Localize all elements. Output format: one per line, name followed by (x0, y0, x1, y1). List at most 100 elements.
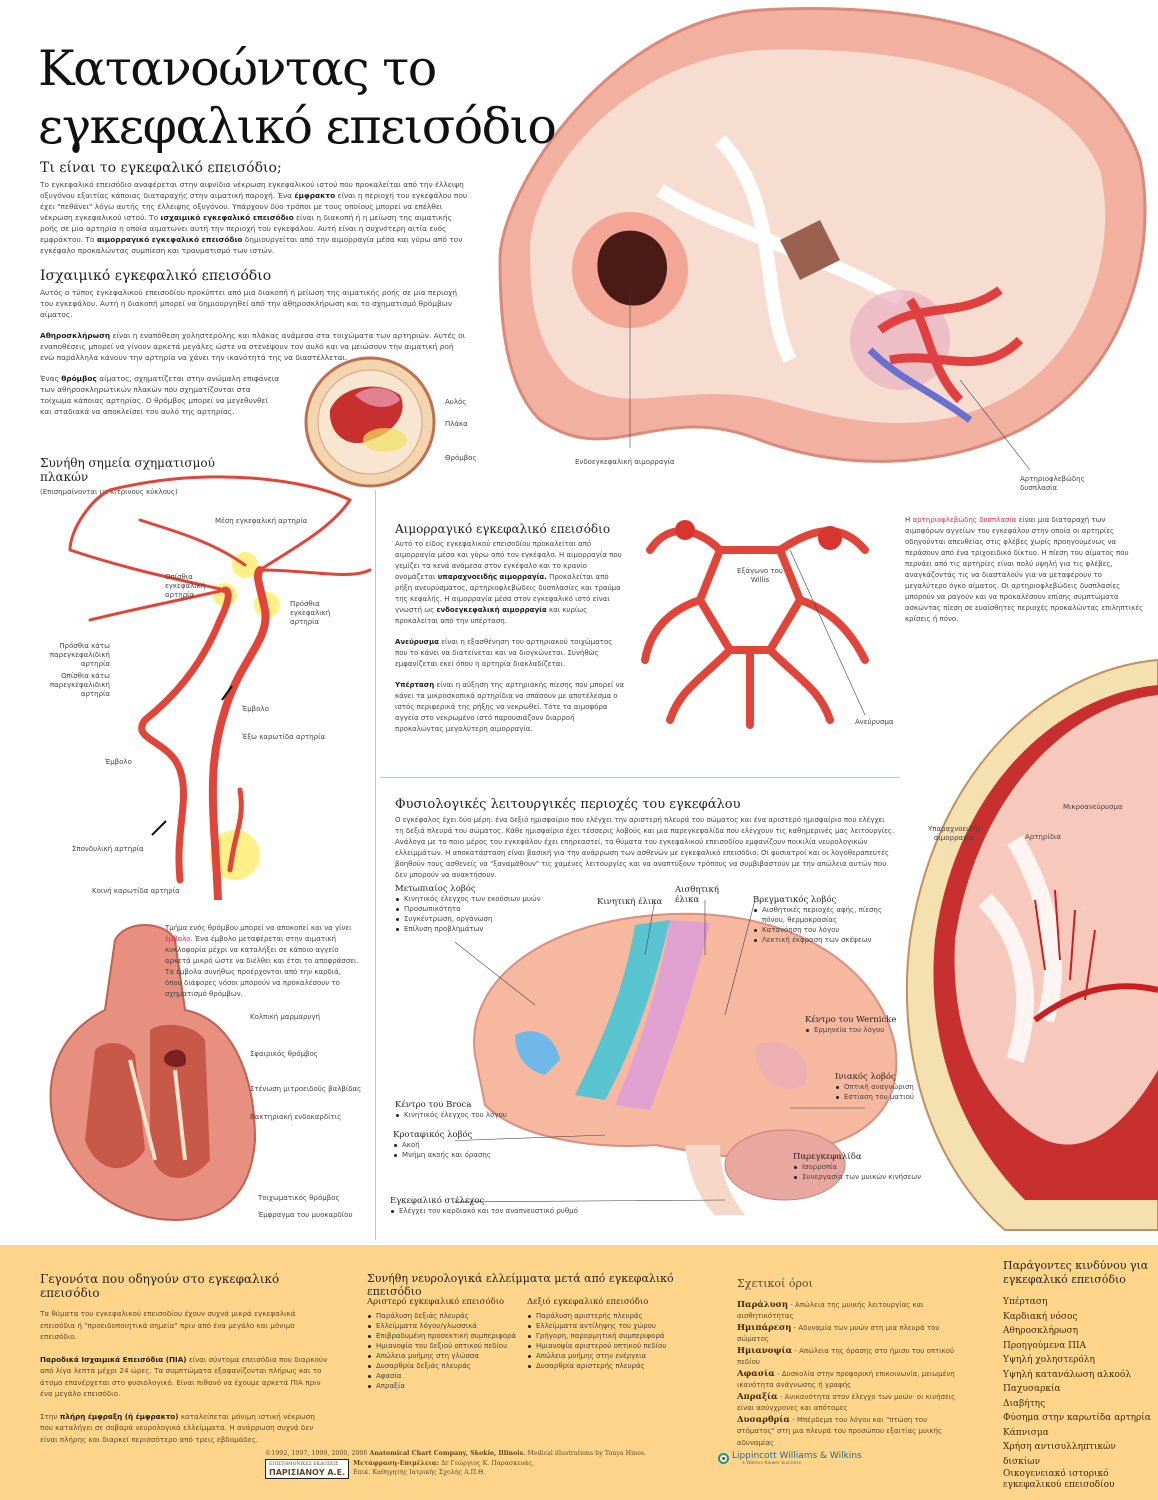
avm-text: Η αρτηριοφλεβώδης δυσπλασία είναι μια δι… (905, 516, 1144, 623)
label-arterioles: Αρτηρίδια (1025, 833, 1061, 841)
label-aneurysm: Ανεύρυσμα (855, 718, 894, 726)
list-item: Κάπνισμα (1003, 1427, 1049, 1438)
divider-horizontal (380, 777, 900, 778)
label-avm: Αρτηριοφλεβώδης δυσπλασία (1020, 475, 1085, 492)
list-item: Κατανόηση του λόγου (753, 925, 893, 935)
label-aica: Πρόσθια κάτω παρεγκεφαλιδική αρτηρία (49, 642, 110, 668)
coronal-section-illustration (905, 658, 1158, 1231)
intro-text: Το εγκεφαλικό επεισόδιο αναφέρεται στην … (40, 180, 468, 255)
list-item: Ακοή (393, 1140, 491, 1150)
label-pica: Οπίσθια κάτω παρεγκεφαλιδική αρτηρία (49, 672, 110, 698)
artery-cross-section (304, 356, 436, 488)
list-item: Οπτική αναγνώριση (835, 1082, 914, 1092)
label-mural-thrombus: Τοιχωματικός θρόμβος (258, 1194, 340, 1202)
terms-section: Σχετικοί όροι Παράλυση - Απώλεια της μυι… (737, 1277, 956, 1447)
embolus-text: Τμήμα ενός θρόμβου μπορεί να αποκοπεί κα… (165, 924, 359, 998)
list-item: Δυσαρθρία δεξιάς πλευράς (367, 1361, 517, 1371)
list-item: Χρήση αντισυλληπτικών δισκίων (1003, 1442, 1116, 1467)
heart-illustration (49, 924, 257, 1222)
list-item: Αισθητικές περιοχές αφής, πίεσης πόνου, … (753, 905, 893, 925)
label-embolus-2: Έμβολο (105, 758, 132, 766)
facts-section: Γεγονότα που οδηγούν στο εγκεφαλικό επει… (40, 1272, 328, 1444)
list-item: Επίλυση προβλημάτων (395, 924, 541, 934)
list-item: Ισορροπία (793, 1162, 921, 1172)
list-item: Δυσαρθρία αριστερής πλευράς (527, 1361, 697, 1371)
avm-vessels (850, 286, 1024, 423)
label-mitral-stenosis: Στένωση μιτροειδούς βαλβίδας (250, 1085, 362, 1093)
list-item: Υψηλή χοληστερόλη (1003, 1355, 1095, 1365)
list-item: Συγκέντρωση, οργάνωση (395, 914, 541, 924)
lww-logo-icon (718, 1453, 729, 1464)
deficits-section: Συνήθη νευρολογικά ελλείμματα μετά από ε… (367, 1272, 707, 1390)
bottom-info-band: Γεγονότα που οδηγούν στο εγκεφαλικό επει… (0, 1245, 1158, 1500)
list-item: Φύσημα στην καρωτίδα αρτηρία (1003, 1413, 1151, 1423)
label-plaque: Πλάκα (445, 420, 468, 428)
brain-section-illustration (498, 7, 1147, 471)
list-item: Συνεργασία των μυικών κινήσεων (793, 1172, 921, 1182)
list-item: Λεκτική έκφραση των σκέψεων (753, 935, 893, 945)
label-posterior-cerebral: Οπίσθια εγκεφαλική αρτηρία (165, 573, 206, 599)
list-item: Ερμηνεία του λόγου (805, 1025, 896, 1035)
list-item: Αθηροσκλήρωση (1003, 1326, 1079, 1336)
list-item: Απώλεια μνήμης στη γλώσσα (367, 1351, 517, 1361)
hemorrhage-clot (597, 230, 668, 306)
circle-of-willis-illustration (641, 520, 869, 729)
divider-vertical (375, 490, 376, 1240)
brain-lateral-illustration (455, 899, 898, 1215)
risk-factors-section: Παράγοντες κινδύνου για εγκεφαλικό επεισ… (1003, 1259, 1153, 1491)
list-item: Προηγούμενα ΠΙΑ (1003, 1340, 1087, 1351)
wernicke-label: Κέντρο του Wernicke Ερμηνεία του λόγου (805, 1015, 897, 1035)
label-thrombus: Θρόμβος (445, 454, 477, 462)
list-item: Υπέρταση (1003, 1297, 1048, 1307)
list-item: Παράλυση αριστερής πλευράς (527, 1311, 697, 1321)
ischemic-heading: Ισχαιμικό εγκεφαλικό επεισόδιο (40, 268, 272, 284)
list-item: Ελέγχει τον καρδιακό και τον αναπνευστικ… (390, 1206, 578, 1216)
label-myocardial-infarction: Έμφραγμα του μυοκαρδίου (258, 1211, 353, 1219)
hemorrhagic-heading: Αιμορραγικό εγκεφαλικό επεισόδιο (395, 522, 611, 536)
intro-heading: Τι είναι το εγκεφαλικό επεισόδιο; (40, 160, 282, 176)
label-external-carotid: Έξω καρωτίδα αρτηρία (242, 733, 326, 741)
hypertension-text: Υπέρταση είναι η αύξηση της αρτηριακής π… (395, 681, 625, 733)
hemorrhagic-text: Αυτό το είδος εγκεφαλικού επεισοδίου προ… (395, 540, 622, 625)
list-item: Υψηλή κατανάλωση αλκοόλ (1003, 1369, 1132, 1380)
arteries-illustration (68, 475, 372, 900)
footer-credits: ©1992, 1997, 1999, 2000, 2006 Anatomical… (265, 1450, 647, 1479)
list-item: Απώλεια μνήμης στην ενέργεια (527, 1351, 697, 1361)
list-item: Ημιανοψία του δεξιού οπτικού πεδίου (367, 1341, 517, 1351)
list-item: Επιβραδυμένη προσεκτική συμπεριφορά (367, 1331, 517, 1341)
list-item: Κινητικός έλεγχος του λόγου (395, 1110, 507, 1120)
aneurysm-text: Ανεύρυσμα είναι η εξασθένηση του αρτηρια… (395, 638, 613, 668)
frontal-lobe-label: Μετωπιαίος λοβός Κινητικός έλεγχος των ε… (395, 884, 541, 934)
label-vertebral: Σπονδυλική αρτηρία (72, 845, 144, 853)
list-item: Μνήμη ακοής και όρασης (393, 1150, 491, 1160)
parietal-lobe-label: Βρεγματικός λοβός Αισθητικές περιοχές αφ… (753, 895, 893, 945)
list-item: Παχυσαρκία (1003, 1384, 1061, 1394)
label-anterior-cerebral: Πρόσθια εγκεφαλική αρτηρία (290, 600, 331, 626)
list-item: Κινητικός έλεγχος των εκούσιων μυών (395, 894, 541, 904)
broca-label: Κέντρο του Broca Κινητικός έλεγχος του λ… (395, 1100, 507, 1120)
plaque-sites-heading: Συνήθη σημεία σχηματισμού πλακών (40, 456, 215, 484)
label-atrial-fibrillation: Κολπική μαρμαρυγή (250, 1013, 321, 1021)
thrombus-text: Ένας θρόμβος αίματος, σχηματίζεται στην … (40, 374, 280, 416)
list-item: Καρδιακή νόσος (1003, 1311, 1078, 1322)
list-item: Ελλείμματα λόγου/γλωσσικά (367, 1321, 517, 1331)
list-item: Προσωπικότητα (395, 904, 541, 914)
label-ball-thrombus: Σφαιρικός θρόμβος (250, 1050, 318, 1058)
hemorrhagic-section: Αιμορραγικό εγκεφαλικό επεισόδιο Αυτό το… (395, 522, 625, 735)
list-item: Παράλυση δεξιάς πλευράς (367, 1311, 517, 1321)
intro-section: Τι είναι το εγκεφαλικό επεισόδιο; Το εγκ… (40, 160, 470, 417)
list-item: Εστίαση του ματιού (835, 1092, 914, 1102)
functional-heading: Φυσιολογικές λειτουργικές περιοχές του ε… (395, 797, 741, 812)
atherosclerosis-text: Αθηροσκλήρωση είναι η εναπόθεση χοληστερ… (40, 331, 466, 362)
ischemic-text: Αυτός ο τύπος εγκεφαλικού επεισοδίου προ… (40, 288, 458, 319)
motor-strip-label: Κινητική έλικα (597, 897, 663, 907)
label-embolus-1: Έμβολο (242, 705, 269, 713)
sensory-strip-label: Αισθητική έλικα (675, 885, 719, 905)
